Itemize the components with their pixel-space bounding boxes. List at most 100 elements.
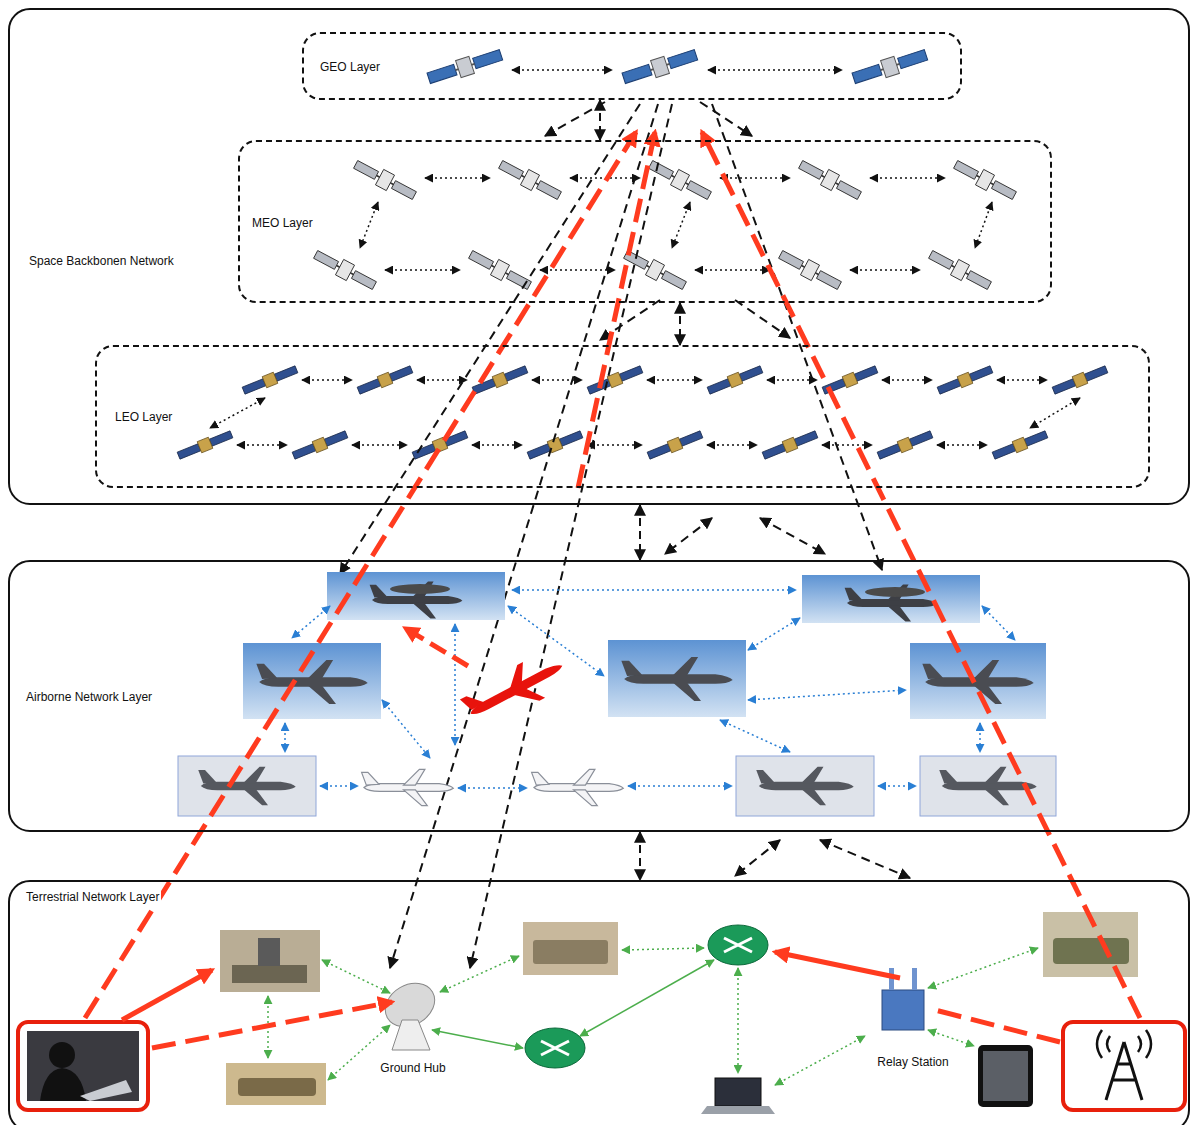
uav-plane <box>756 767 853 806</box>
radar-truck <box>232 965 307 983</box>
satellite-icon <box>936 364 993 396</box>
satellite-link <box>540 269 615 271</box>
satellite-link <box>425 177 490 179</box>
network-band: Terrestrial Network LayerGround HubRelay… <box>8 880 1190 1125</box>
orbit-layer: GEO Layer <box>302 32 962 100</box>
router-arrows <box>541 1041 569 1055</box>
layer-title: Airborne Network Layer <box>24 690 154 704</box>
radome <box>390 584 450 594</box>
satellite-links <box>360 178 992 270</box>
satellite-link <box>472 444 522 446</box>
satellite-icon <box>622 247 689 294</box>
ground-link <box>775 1036 865 1085</box>
rogue-tower-box <box>1063 1022 1185 1110</box>
air-link <box>458 787 527 789</box>
satellite-link <box>937 444 987 446</box>
armored-vehicle <box>238 1078 316 1096</box>
ground-link <box>322 960 390 993</box>
satellite-icon <box>777 247 844 294</box>
downlink-arrow <box>545 102 605 136</box>
satellite-icon <box>411 429 468 461</box>
air-link <box>382 700 430 758</box>
satellite-icon <box>426 47 504 88</box>
air-link <box>508 606 604 676</box>
router-icon <box>525 1028 585 1068</box>
satellite-link <box>237 444 287 446</box>
attack-path <box>775 952 900 978</box>
satellite-icon <box>586 364 643 396</box>
signal-waves <box>1097 1030 1151 1058</box>
tablet-screen <box>983 1051 1028 1101</box>
tablet-icon <box>978 1045 1033 1107</box>
air-link <box>982 606 1015 640</box>
layer-link <box>639 832 641 880</box>
tanker-plane <box>256 660 367 704</box>
device-label: Relay Station <box>858 1053 968 1071</box>
satellite-link <box>512 69 612 71</box>
attacker-box <box>18 1022 148 1110</box>
satellite-link <box>587 444 642 446</box>
meo-satellites <box>312 157 1019 294</box>
ground-link <box>928 948 1038 988</box>
hostile-aircraft <box>458 646 572 733</box>
uav-photo <box>178 756 316 816</box>
geo-satellites <box>426 47 929 88</box>
satellite-link <box>532 379 582 381</box>
air-link <box>878 785 916 787</box>
air-link <box>979 723 981 752</box>
air-link <box>628 785 732 787</box>
relay-antenna <box>912 968 917 990</box>
satellite-link <box>695 269 770 271</box>
satellite-icon <box>312 247 379 294</box>
attacker-photo <box>27 1031 139 1101</box>
satellite-link <box>708 69 842 71</box>
attacker-laptop <box>80 1080 132 1101</box>
attack-path <box>578 132 655 488</box>
satellite-icon <box>647 157 714 204</box>
satellite-link <box>360 202 378 248</box>
satellite-link <box>672 202 690 248</box>
aircraft-photo <box>802 575 980 623</box>
ground-link <box>440 956 519 992</box>
satellite-link <box>870 177 945 179</box>
ground-link <box>737 968 739 1073</box>
satellite-icon <box>706 364 763 396</box>
air-link <box>748 618 800 650</box>
dish-stand <box>392 1020 430 1050</box>
humvee <box>533 940 608 964</box>
attack-path <box>935 1010 1060 1042</box>
device-name: Relay Station <box>875 1055 950 1069</box>
downlink-arrow <box>665 518 712 554</box>
awacs-plane <box>845 585 938 622</box>
air-link <box>320 785 358 787</box>
satellite-icon <box>797 157 864 204</box>
air-links <box>285 590 1015 788</box>
satellite-icon <box>876 429 933 461</box>
hostile-plane <box>458 646 572 733</box>
satellite-links <box>210 380 1080 445</box>
satellite-link <box>882 379 932 381</box>
satellite-icon <box>497 157 564 204</box>
satellite-link <box>767 379 817 381</box>
satellite-link <box>647 379 702 381</box>
layer-title: LEO Layer <box>113 410 174 424</box>
satellite-link <box>707 444 757 446</box>
armored-vehicle <box>1053 938 1129 964</box>
layer-link <box>679 303 681 345</box>
router-arrows <box>724 938 752 952</box>
router-icon <box>708 925 768 965</box>
satellite-link <box>352 444 407 446</box>
satellite-icon <box>1051 364 1108 396</box>
satellite-link <box>385 269 460 271</box>
laptop-screen <box>715 1078 761 1106</box>
satellite-link <box>997 379 1047 381</box>
radar-truck-photo <box>220 930 320 992</box>
ground-links <box>268 948 1038 1085</box>
satellite-icon <box>621 47 699 88</box>
air-link <box>748 690 906 700</box>
ground-link <box>622 948 704 950</box>
layer-title: Terrestrial Network Layer <box>24 890 161 904</box>
